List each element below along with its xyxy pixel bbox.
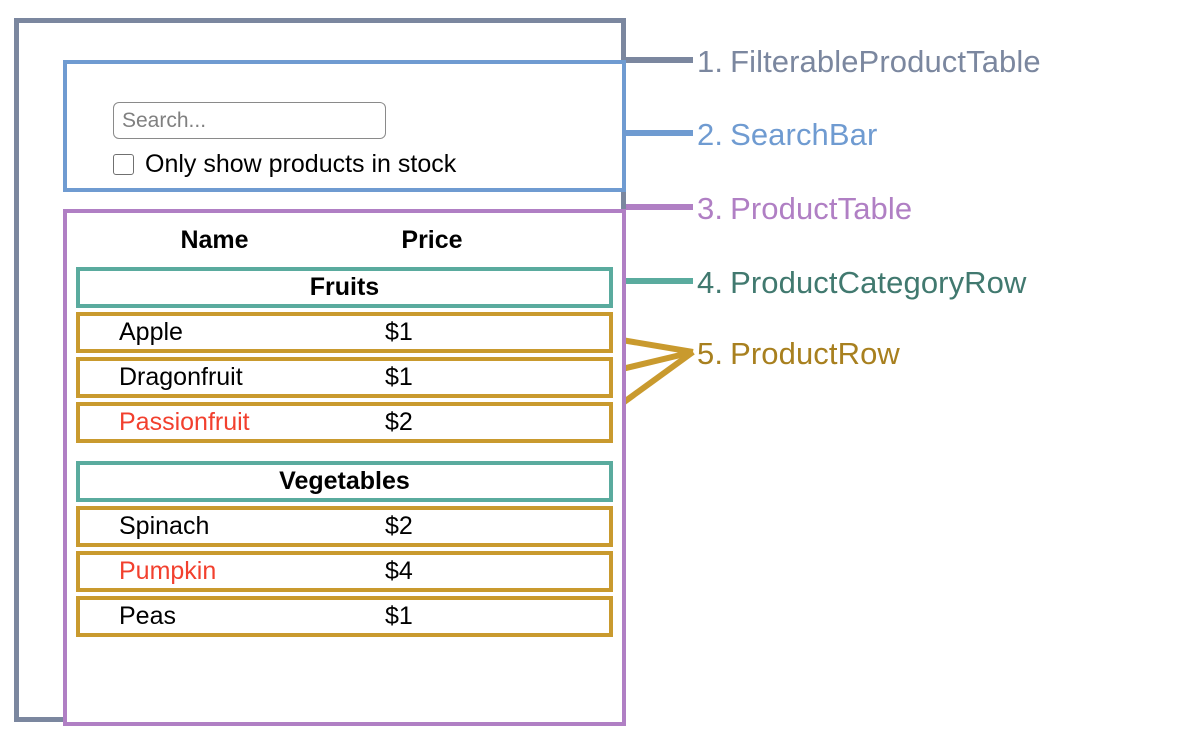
product-row: Dragonfruit $1 [76,357,613,398]
search-input[interactable]: Search... [113,102,386,139]
product-row: Pumpkin $4 [76,551,613,592]
product-category-label: Vegetables [279,467,410,495]
product-name: Peas [119,602,176,630]
annotation-number: 5. [697,336,724,371]
product-row: Peas $1 [76,596,613,637]
product-table-frame: Name Price Fruits Apple $1 Dragonfruit $… [63,209,626,726]
annotation-label-producttable: 3.ProductTable [697,193,912,224]
product-table-header: Name Price [67,222,622,258]
product-category-label: Fruits [309,273,380,301]
annotation-label-productcategoryrow: 4.ProductCategoryRow [697,267,1027,298]
annotation-number: 4. [697,265,724,300]
product-price: $1 [385,602,413,630]
product-name: Passionfruit [119,408,250,436]
search-bar-frame: Search... Only show products in stock [63,60,626,192]
annotation-number: 3. [697,191,724,226]
product-row: Passionfruit $2 [76,402,613,443]
annotation-number: 1. [697,44,724,79]
product-table-rows: Fruits Apple $1 Dragonfruit $1 Passionfr… [76,267,613,637]
product-price: $1 [385,363,413,391]
annotation-label-filterableproducttable: 1.FilterableProductTable [697,46,1041,77]
product-name: Apple [119,318,183,346]
annotation-label-searchbar: 2.SearchBar [697,119,877,150]
product-name: Dragonfruit [119,363,243,391]
product-price: $4 [385,557,413,585]
product-name: Pumpkin [119,557,217,585]
checkbox-icon[interactable] [113,154,134,175]
product-row: Spinach $2 [76,506,613,547]
product-price: $2 [385,408,413,436]
annotation-label-productrow: 5.ProductRow [697,338,900,369]
annotation-name: ProductCategoryRow [730,265,1027,300]
in-stock-checkbox-label: Only show products in stock [145,150,457,178]
in-stock-checkbox-row[interactable]: Only show products in stock [113,152,456,177]
product-category-row: Fruits [76,267,613,308]
product-price: $2 [385,512,413,540]
product-name: Spinach [119,512,210,540]
product-row: Apple $1 [76,312,613,353]
annotation-name: ProductRow [730,336,900,371]
annotation-number: 2. [697,117,724,152]
product-category-row: Vegetables [76,461,613,502]
filterable-product-table-frame: Search... Only show products in stock Na… [14,18,626,726]
annotation-name: ProductTable [730,191,913,226]
product-price: $1 [385,318,413,346]
column-header-price: Price [401,226,463,254]
annotation-name: SearchBar [730,117,878,152]
column-header-name: Name [180,226,249,254]
annotation-name: FilterableProductTable [730,44,1041,79]
